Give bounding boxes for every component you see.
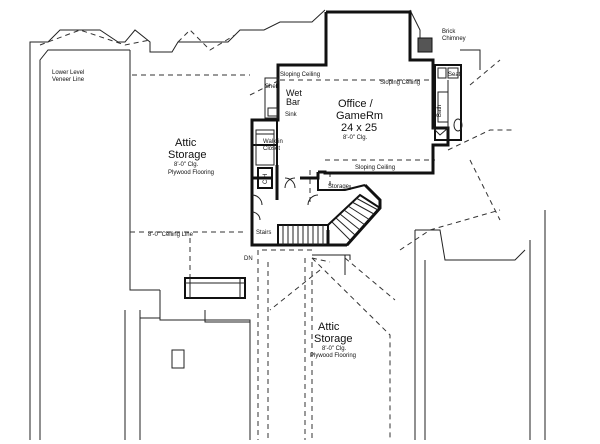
down-mark: DN bbox=[244, 256, 253, 262]
walk-in-closet bbox=[255, 129, 275, 166]
attic-left-ceiling: 8'-0" Clg. bbox=[174, 162, 199, 168]
attic-storage-left-1: Attic bbox=[175, 137, 197, 149]
veneer-line-label-1: Lower Level bbox=[52, 70, 84, 76]
wet-bar-label-1: Wet bbox=[286, 88, 302, 98]
stairs-label: Stairs bbox=[256, 230, 271, 236]
closet-label-2: Closet bbox=[263, 146, 280, 152]
attic-left-flooring: Plywood Flooring bbox=[168, 170, 214, 176]
wet-bar-fixtures bbox=[264, 77, 279, 119]
bath-label: Bath bbox=[437, 105, 443, 117]
seat-label: Seat bbox=[448, 72, 461, 78]
wet-bar-label-2: Bar bbox=[286, 97, 300, 107]
storage-label: Storage bbox=[328, 184, 350, 190]
chimney-label-1: Brick bbox=[442, 29, 456, 35]
mechanical-box bbox=[257, 167, 273, 189]
stairs bbox=[277, 193, 382, 246]
attic-bottom-ceiling: 8'-0" Clg. bbox=[322, 346, 347, 352]
closet-label-1: Walk-in bbox=[263, 139, 283, 145]
chimney bbox=[417, 37, 433, 53]
veneer-line-label-2: Veneer Line bbox=[52, 77, 85, 83]
office-dims: 24 x 25 bbox=[341, 122, 377, 134]
sloping-ceiling-bottom: Sloping Ceiling bbox=[355, 165, 395, 171]
attic-bottom-flooring: Plywood Flooring bbox=[310, 353, 356, 359]
attic-storage-left-2: Storage bbox=[168, 149, 207, 161]
plan-labels: Lower Level Veneer Line Brick Chimney Sl… bbox=[52, 29, 466, 359]
bay-window bbox=[184, 277, 246, 299]
attic-storage-bottom-1: Attic bbox=[318, 321, 340, 333]
ceiling-line-label: 8'-0" Ceiling Line bbox=[148, 232, 194, 238]
sloping-ceiling-top-right: Sloping Ceiling bbox=[380, 80, 420, 86]
sloping-ceiling-top-left: Sloping Ceiling bbox=[280, 72, 320, 78]
attic-storage-bottom-2: Storage bbox=[314, 333, 353, 345]
office-ceiling-height: 8'-0" Clg. bbox=[343, 135, 368, 141]
bath-fixtures bbox=[432, 64, 463, 141]
mechanical-tag: C/H bbox=[263, 174, 269, 184]
lower-outline bbox=[139, 310, 250, 369]
chimney-label-2: Chimney bbox=[442, 36, 466, 42]
sink-label: Sink bbox=[285, 112, 298, 118]
shelf-label: Shelf bbox=[265, 84, 279, 90]
office-name-1: Office / bbox=[338, 98, 374, 110]
storage-closet bbox=[317, 178, 366, 191]
office-name-2: GameRm bbox=[336, 110, 383, 122]
doors bbox=[251, 177, 319, 221]
